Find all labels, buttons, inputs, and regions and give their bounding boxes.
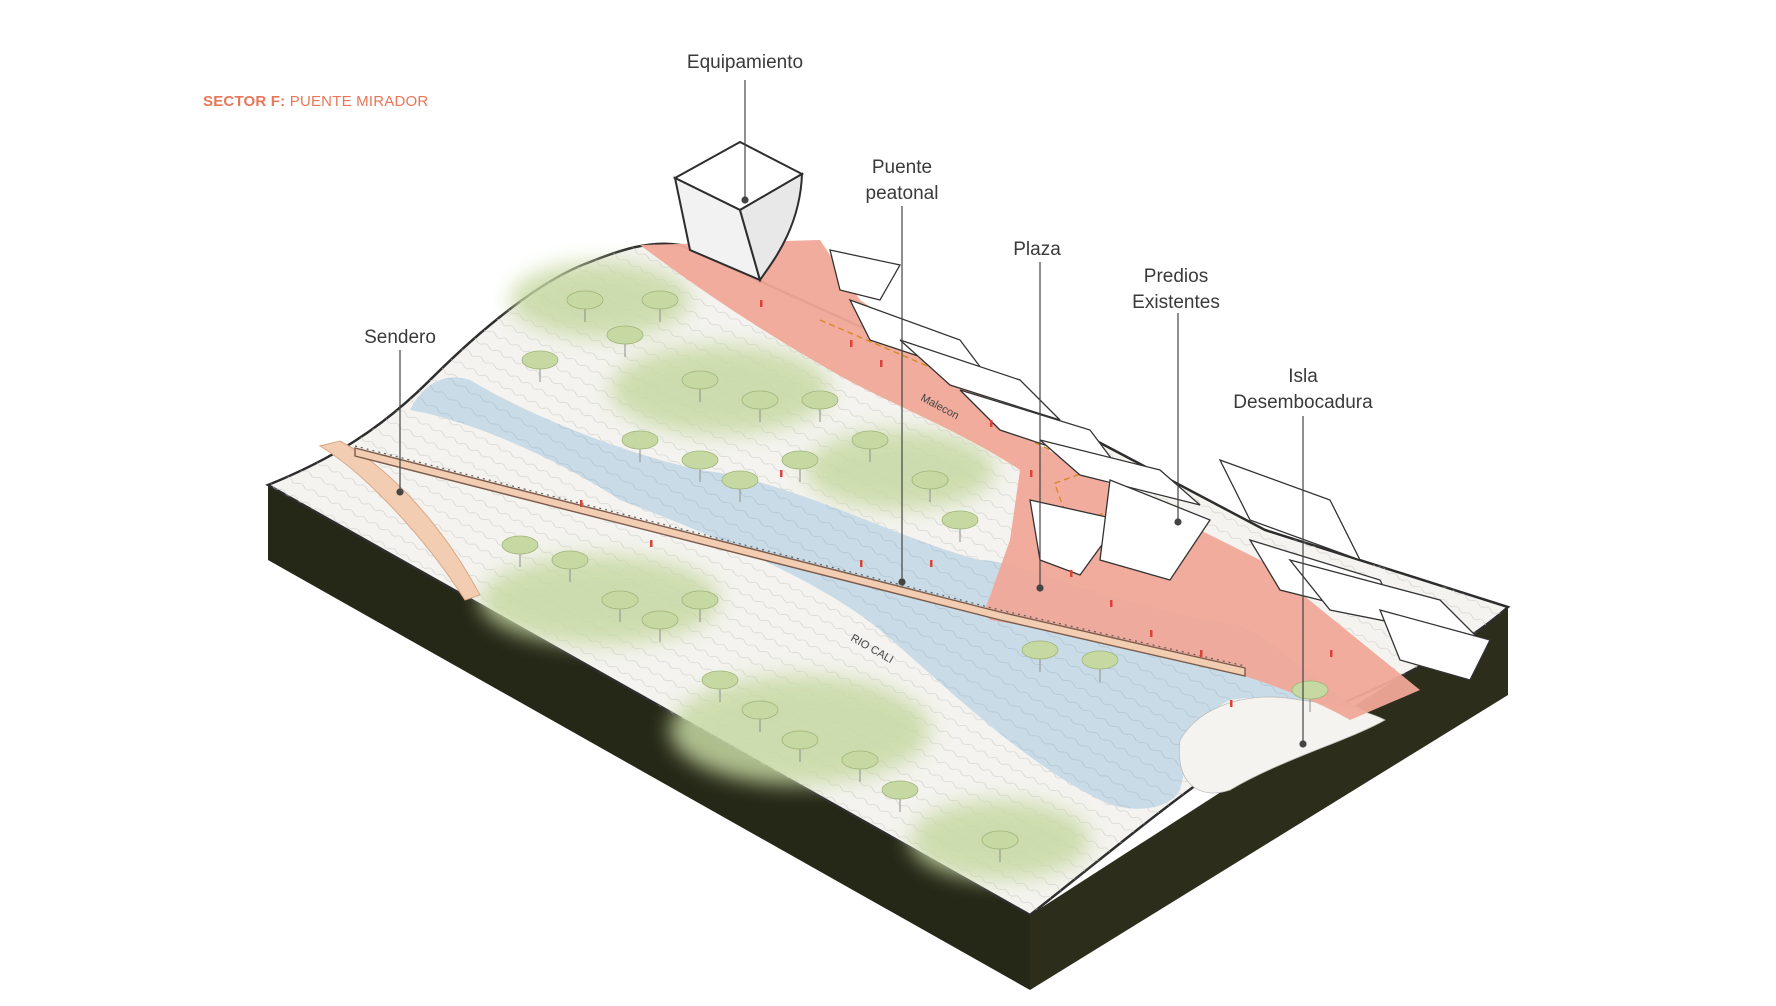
tree-icon	[801, 390, 839, 422]
leader-dot	[396, 488, 404, 496]
label-sendero-text: Sendero	[364, 327, 436, 348]
label-isla-line2: Desembocadura	[1233, 392, 1373, 413]
tree-icon	[741, 390, 779, 422]
tree-icon	[606, 325, 644, 357]
person-marker	[1150, 630, 1153, 637]
person-marker	[1030, 470, 1033, 477]
building	[1099, 479, 1211, 581]
label-predios-existentes: Predios Existentes	[1132, 264, 1220, 316]
label-isla-desembocadura: Isla Desembocadura	[1233, 364, 1372, 416]
veg-patch	[805, 430, 995, 510]
tree-icon	[701, 670, 739, 702]
veg-patch	[670, 675, 930, 785]
tree-icon	[551, 550, 589, 582]
leader-dot	[898, 578, 906, 586]
label-isla-line1: Isla	[1288, 366, 1318, 387]
tree-icon	[781, 730, 819, 762]
tree-icon	[681, 370, 719, 402]
tree-icon	[641, 290, 679, 322]
label-plaza-text: Plaza	[1013, 239, 1061, 260]
building	[1029, 499, 1122, 576]
tree-icon	[641, 610, 679, 642]
label-predios-line2: Existentes	[1132, 292, 1220, 313]
tree-icon	[1021, 640, 1059, 672]
sector-title: SECTOR F: PUENTE MIRADOR	[203, 93, 428, 110]
leader-dot	[1299, 740, 1307, 748]
person-marker	[1070, 570, 1073, 577]
tree-icon	[851, 430, 889, 462]
puente-peatonal-bridge	[354, 445, 1246, 677]
tree-icon	[721, 470, 759, 502]
sendero-path	[318, 440, 481, 601]
label-predios-line1: Predios	[1143, 266, 1209, 287]
equipamiento-building	[672, 140, 805, 283]
building	[1039, 439, 1201, 506]
label-equipamiento-text: Equipamiento	[686, 52, 804, 73]
person-marker	[780, 470, 783, 477]
label-puente-peatonal: Puente peatonal	[866, 155, 939, 207]
person-marker	[760, 300, 763, 307]
tree-icon	[941, 510, 979, 542]
person-marker	[990, 420, 993, 427]
sector-prefix: SECTOR F:	[203, 93, 286, 110]
tree-icon	[566, 290, 604, 322]
person-marker	[1110, 600, 1113, 607]
tree-icon	[681, 450, 719, 482]
tree-icon	[741, 700, 779, 732]
label-puente-line2: peatonal	[865, 183, 939, 204]
building	[829, 249, 902, 301]
building	[1378, 609, 1491, 681]
leader-dot	[1036, 584, 1044, 592]
malecon-plaza-surface	[640, 240, 1420, 720]
tree-icon	[1081, 650, 1119, 682]
tree-icon	[1291, 680, 1329, 712]
tree-icon	[681, 590, 719, 622]
tree-icon	[911, 470, 949, 502]
leader-dot	[741, 196, 749, 204]
person-marker	[930, 560, 933, 567]
label-puente-line1: Puente	[871, 157, 933, 178]
label-sendero: Sendero	[364, 325, 436, 351]
building	[1218, 458, 1362, 562]
tree-icon	[521, 350, 559, 382]
label-equipamiento: Equipamiento	[687, 50, 803, 76]
person-marker	[580, 500, 583, 507]
label-plaza: Plaza	[1013, 237, 1061, 263]
tree-icon	[601, 590, 639, 622]
tree-icon	[881, 780, 919, 812]
veg-patch	[610, 345, 830, 435]
tree-icon	[621, 430, 659, 462]
person-marker	[880, 360, 883, 367]
person-marker	[1200, 650, 1203, 657]
tree-icon	[841, 750, 879, 782]
person-marker	[860, 560, 863, 567]
predios-existentes-buildings	[829, 249, 1491, 681]
bridge-deck	[354, 447, 1246, 677]
leader-lines	[396, 80, 1307, 748]
person-marker	[650, 540, 653, 547]
person-marker	[1230, 700, 1233, 707]
tree-icon	[501, 535, 539, 567]
soil-left-face	[268, 485, 1030, 990]
person-marker	[1330, 650, 1333, 657]
isla-desembocadura-island	[1178, 696, 1386, 794]
building	[899, 339, 1061, 421]
leader-dot	[1174, 518, 1182, 526]
person-marker	[850, 340, 853, 347]
sector-name: PUENTE MIRADOR	[289, 93, 429, 110]
tree-icon	[781, 450, 819, 482]
equipamiento-right-face	[738, 172, 804, 283]
tree-icon	[981, 830, 1019, 862]
